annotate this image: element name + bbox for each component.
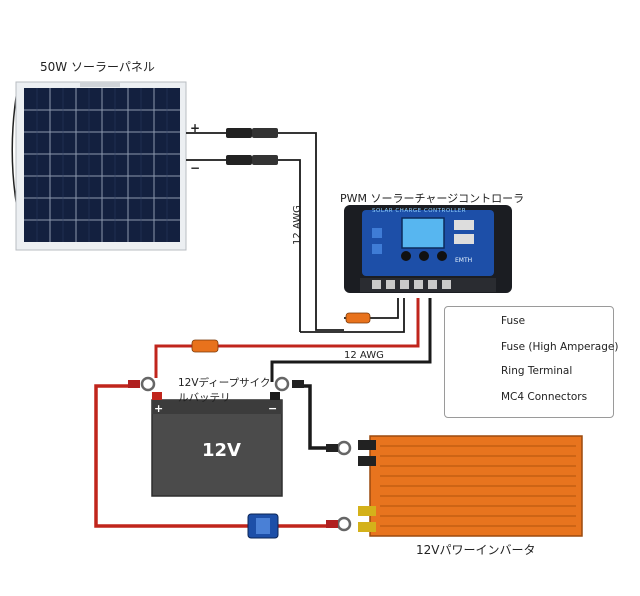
controller-face-text: SOLAR CHARGE CONTROLLER <box>372 208 467 214</box>
charge-controller <box>344 205 512 293</box>
fuse-icon <box>191 339 219 353</box>
wire-gauge-horizontal: 12 AWG <box>344 350 384 361</box>
battery-label: 12Vディープサイクルバッテリ <box>178 377 271 404</box>
legend-item-mc4-connectors: MC4 Connectors <box>445 387 613 411</box>
high-amp-fuse-icon <box>247 513 279 539</box>
legend-item-ring-terminal: Ring Terminal <box>445 361 613 385</box>
solar-panel: + − <box>11 81 200 251</box>
controller-label: PWM ソーラーチャージコントローラ <box>340 192 525 205</box>
legend-label: Ring Terminal <box>501 365 573 377</box>
legend-label: Fuse <box>501 315 526 327</box>
legend-item-fuse: Fuse <box>445 311 613 335</box>
battery-wires <box>94 298 432 539</box>
legend-item-high-amp-fuse: Fuse (High Amperage) <box>445 337 618 361</box>
wire-gauge-vertical: 12 AWG <box>292 205 303 245</box>
panel-label: 50W ソーラーパネル <box>40 60 155 74</box>
fuse-icon <box>345 312 371 324</box>
inverter-label: 12Vパワーインバータ <box>416 543 536 557</box>
legend-label: MC4 Connectors <box>501 391 588 403</box>
controller-brand: EMTH <box>455 257 473 264</box>
svg-text:−: − <box>190 161 200 175</box>
battery-voltage: 12V <box>202 440 241 461</box>
mc4-connector-icon <box>226 128 278 165</box>
ring-terminal-icon <box>128 376 352 532</box>
power-inverter <box>358 435 583 537</box>
legend-label: Fuse (High Amperage) <box>501 341 619 353</box>
svg-text:+: + <box>190 121 200 135</box>
legend: Fuse Fuse (High Amperage) Ring Terminal … <box>444 306 618 418</box>
svg-text:+: + <box>154 402 163 415</box>
battery: + − <box>151 392 283 497</box>
svg-text:−: − <box>268 402 277 415</box>
panel-cables <box>186 128 405 333</box>
